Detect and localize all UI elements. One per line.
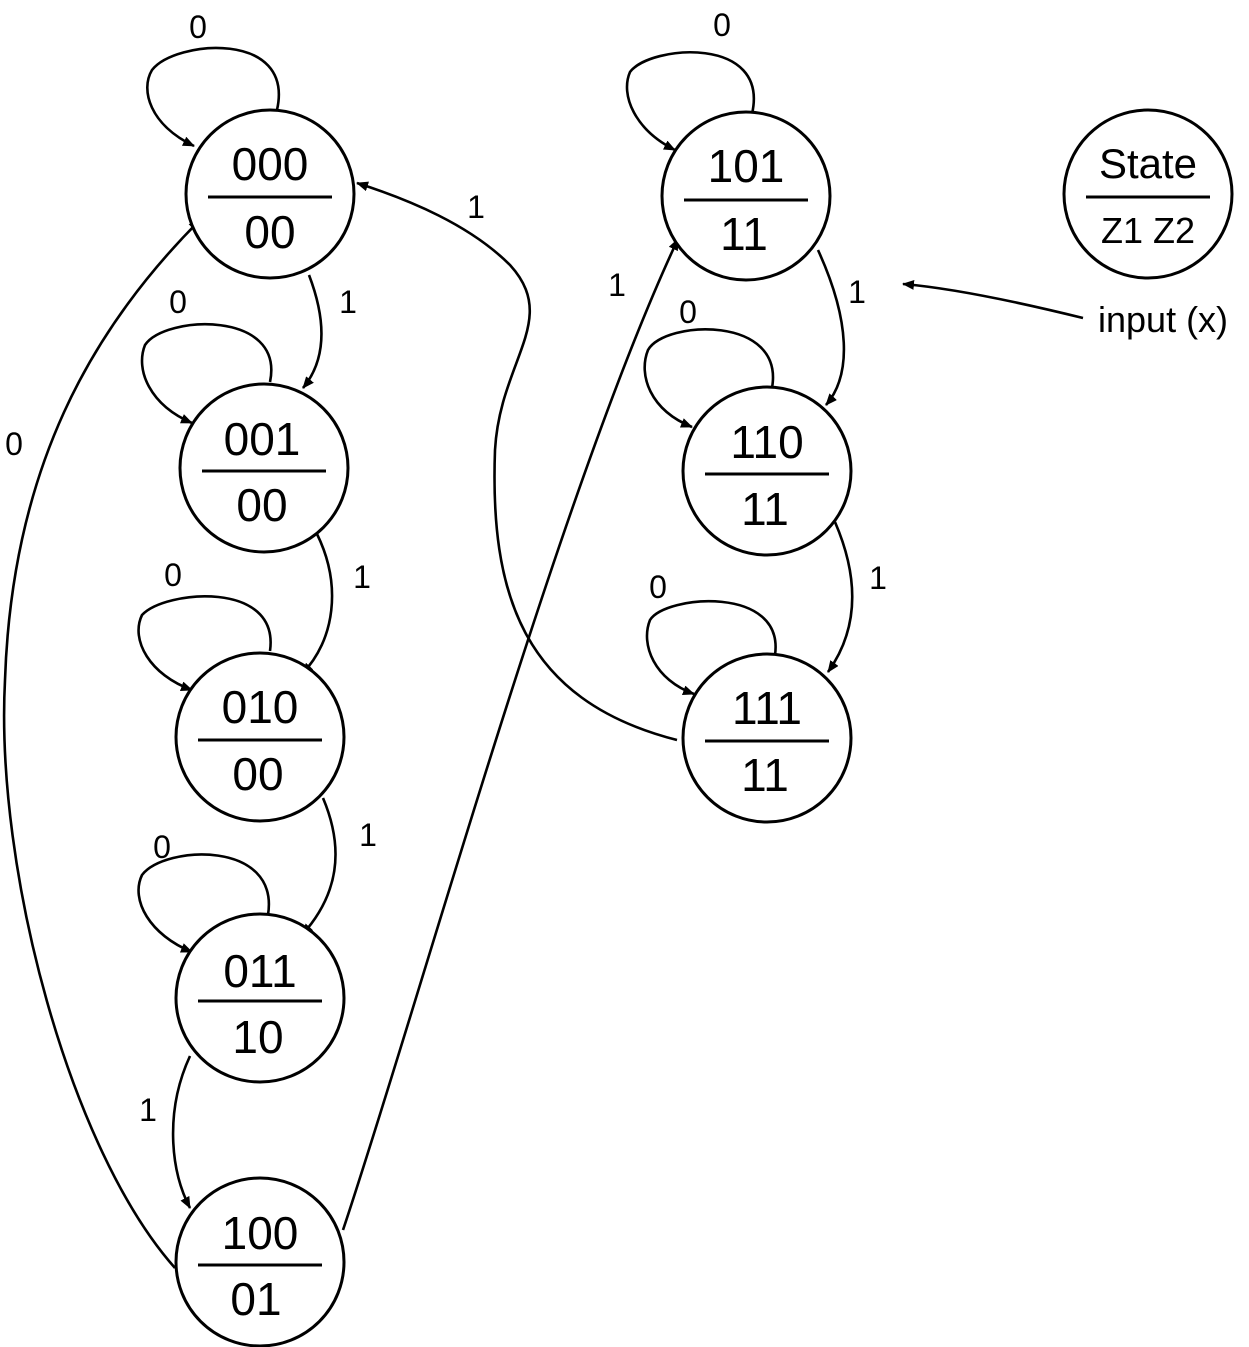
edge-110-110: [643, 328, 775, 429]
state-output: 00: [244, 206, 295, 258]
state-code: 111: [732, 682, 802, 734]
state-node: 110 11: [681, 385, 853, 557]
edge-011-011: [137, 853, 271, 954]
edge-label-101-110: 1: [848, 274, 866, 310]
edge-label-110-111: 1: [869, 560, 887, 596]
state-output: 00: [232, 748, 283, 800]
state-node: 011 10: [174, 912, 346, 1084]
state-output: 11: [741, 749, 789, 801]
edge-label-111-000: 1: [467, 189, 485, 225]
state-output: 00: [236, 479, 287, 531]
state-code: 110: [730, 416, 803, 468]
state-output: 11: [741, 483, 789, 535]
state-output: 01: [230, 1273, 281, 1325]
edge-110-111: [826, 521, 854, 673]
state-node: 010 00: [174, 651, 346, 823]
state-code: 010: [222, 681, 299, 733]
edge-label-001-010: 1: [353, 559, 371, 595]
state-output: 10: [232, 1011, 283, 1063]
edge-label-111-111: 0: [649, 569, 667, 605]
legend-state-label: State: [1099, 140, 1197, 187]
legend-node: State Z1 Z2: [1062, 108, 1234, 280]
edge-100-101: [341, 238, 680, 1231]
state-node: 001 00: [178, 382, 350, 554]
edge-label-100-101: 1: [608, 267, 626, 303]
edge-000-000: [146, 46, 281, 148]
edge-100-000: [2, 219, 201, 1269]
edge-101-110: [816, 249, 846, 406]
state-node: 111 11: [681, 652, 853, 824]
edge-label-001-001: 0: [169, 284, 187, 320]
edge-label-011-011: 0: [153, 829, 171, 865]
state-code: 001: [224, 413, 301, 465]
edge-011-100: [171, 1055, 192, 1209]
edge-label-110-110: 0: [679, 294, 697, 330]
edge-label-010-010: 0: [164, 557, 182, 593]
edge-000-001: [301, 274, 323, 389]
edge-101-101: [625, 51, 756, 152]
state-node: 000 00: [184, 108, 356, 280]
edge-111-000: [356, 181, 678, 742]
edge-label-000-000: 0: [189, 9, 207, 45]
state-output: 11: [720, 208, 768, 260]
edge-001-010: [301, 533, 334, 675]
state-code: 000: [232, 138, 309, 190]
transition-edges: [2, 46, 1084, 1269]
state-node: 101 11: [660, 110, 832, 282]
state-node: 100 01: [174, 1176, 346, 1347]
edge-label-010-011: 1: [359, 817, 377, 853]
state-code: 011: [223, 945, 296, 997]
legend-output-label: Z1 Z2: [1101, 210, 1195, 251]
edge-001-001: [140, 323, 273, 425]
edge-010-011: [301, 797, 337, 936]
input-pointer-arrow: [902, 279, 1084, 320]
edge-label-101-101: 0: [713, 7, 731, 43]
edge-111-111: [645, 600, 777, 696]
state-code: 100: [222, 1207, 299, 1259]
edge-010-010: [137, 595, 272, 692]
legend-input-label: input (x): [1098, 299, 1228, 340]
edge-label-000-001: 1: [339, 284, 357, 320]
state-code: 101: [708, 140, 785, 192]
edge-labels: 0 1 0 1 0 1 0 1 0 1 0 1 0 1 0 1: [5, 7, 887, 1128]
edge-label-011-100: 1: [139, 1092, 157, 1128]
edge-label-100-000: 0: [5, 426, 23, 462]
